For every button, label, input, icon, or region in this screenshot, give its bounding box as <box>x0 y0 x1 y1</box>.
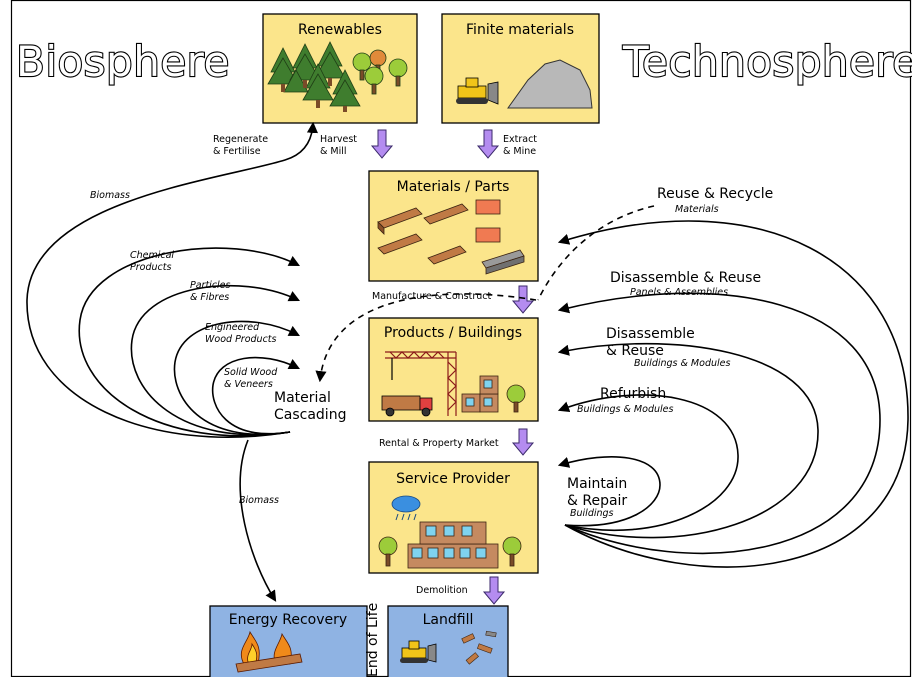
biosphere-heading: Biosphere <box>16 37 230 86</box>
manufacture-arrow <box>511 285 535 314</box>
finite-materials-box: Finite materials <box>441 13 600 124</box>
renewables-box: Renewables <box>262 13 418 124</box>
svg-text:Disassemble & Reuse: Disassemble & Reuse <box>610 270 761 286</box>
energy-recovery-box: Energy Recovery <box>209 605 368 677</box>
svg-text:& Fertilise: & Fertilise <box>213 146 261 157</box>
svg-text:& Fibres: & Fibres <box>190 292 229 303</box>
dashed-materials-link <box>315 293 537 383</box>
svg-text:Reuse & Recycle: Reuse & Recycle <box>657 186 773 202</box>
products-buildings-box: Products / Buildings <box>368 317 539 422</box>
svg-text:Material: Material <box>274 390 331 406</box>
materials-parts-box: Materials / Parts <box>368 170 539 282</box>
svg-text:Chemical: Chemical <box>130 250 174 261</box>
log-truck-icon <box>381 395 433 417</box>
forest-icon <box>267 41 408 112</box>
svg-text:Maintain: Maintain <box>567 476 627 492</box>
end-of-life-label: End of Life <box>365 603 381 677</box>
svg-text:& Mine: & Mine <box>503 146 536 157</box>
svg-text:Products: Products <box>130 262 171 273</box>
svg-text:Solid Wood: Solid Wood <box>224 367 278 378</box>
debris-icon <box>461 630 497 665</box>
svg-text:Engineered: Engineered <box>205 322 260 333</box>
rock-pile-icon <box>507 59 593 109</box>
svg-text:Cascading: Cascading <box>274 407 346 423</box>
fire-icon <box>235 630 303 673</box>
svg-text:Buildings & Modules: Buildings & Modules <box>634 358 730 369</box>
svg-text:Biomass: Biomass <box>90 190 130 201</box>
svg-text:Harvest: Harvest <box>320 134 357 145</box>
svg-text:Panels & Assemblies: Panels & Assemblies <box>630 287 728 298</box>
service-provider-box: Service Provider <box>368 461 539 574</box>
svg-text:Particles: Particles <box>190 280 231 291</box>
svg-text:Service Provider: Service Provider <box>396 471 510 487</box>
flow-labels: Regenerate & Fertilise Harvest & Mill Ex… <box>213 134 537 596</box>
rental-arrow <box>511 428 535 456</box>
svg-text:Finite materials: Finite materials <box>466 22 574 38</box>
svg-text:Landfill: Landfill <box>423 612 474 628</box>
svg-text:Materials / Parts: Materials / Parts <box>397 179 510 195</box>
svg-text:Refurbish: Refurbish <box>600 386 666 402</box>
svg-text:Rental & Property Market: Rental & Property Market <box>379 438 499 449</box>
svg-text:& Repair: & Repair <box>567 493 627 509</box>
svg-text:Energy Recovery: Energy Recovery <box>229 612 347 628</box>
svg-text:Regenerate: Regenerate <box>213 134 268 145</box>
svg-text:Wood Products: Wood Products <box>205 334 277 345</box>
svg-text:Products / Buildings: Products / Buildings <box>384 325 522 341</box>
dashed-reuse-link <box>537 205 655 301</box>
technosphere-heading: Technosphere <box>622 37 912 86</box>
extract-arrow <box>476 129 500 159</box>
crane-icon <box>385 351 457 416</box>
cascade-arcs <box>26 121 319 602</box>
apartment-modules-icon <box>378 521 522 569</box>
landfill-bulldozer-icon <box>400 640 437 663</box>
building-modules-icon <box>461 375 526 413</box>
demolition-arrow <box>482 576 506 605</box>
svg-text:Renewables: Renewables <box>298 22 382 38</box>
harvest-arrow <box>370 129 394 159</box>
svg-text:Extract: Extract <box>503 134 537 145</box>
technosphere-loops <box>557 220 909 568</box>
svg-text:Manufacture & Construct: Manufacture & Construct <box>372 291 491 302</box>
svg-text:& Mill: & Mill <box>320 146 347 157</box>
cascade-labels: Biomass Chemical Products Particles & Fi… <box>90 190 346 506</box>
rain-cloud-icon <box>391 495 421 521</box>
svg-text:Buildings: Buildings <box>570 508 614 519</box>
svg-text:Biomass: Biomass <box>239 495 279 506</box>
timber-parts-icon <box>377 199 525 275</box>
loop-labels: Reuse & Recycle Materials Disassemble & … <box>567 186 773 519</box>
svg-text:& Veneers: & Veneers <box>224 379 273 390</box>
svg-text:Disassemble: Disassemble <box>606 326 695 342</box>
landfill-box: Landfill <box>387 605 509 677</box>
svg-text:& Reuse: & Reuse <box>606 343 664 359</box>
svg-text:Demolition: Demolition <box>416 585 468 596</box>
bulldozer-icon <box>456 77 499 105</box>
svg-text:Materials: Materials <box>675 204 719 215</box>
flow-arrows <box>370 129 535 605</box>
svg-text:Buildings & Modules: Buildings & Modules <box>577 404 673 415</box>
